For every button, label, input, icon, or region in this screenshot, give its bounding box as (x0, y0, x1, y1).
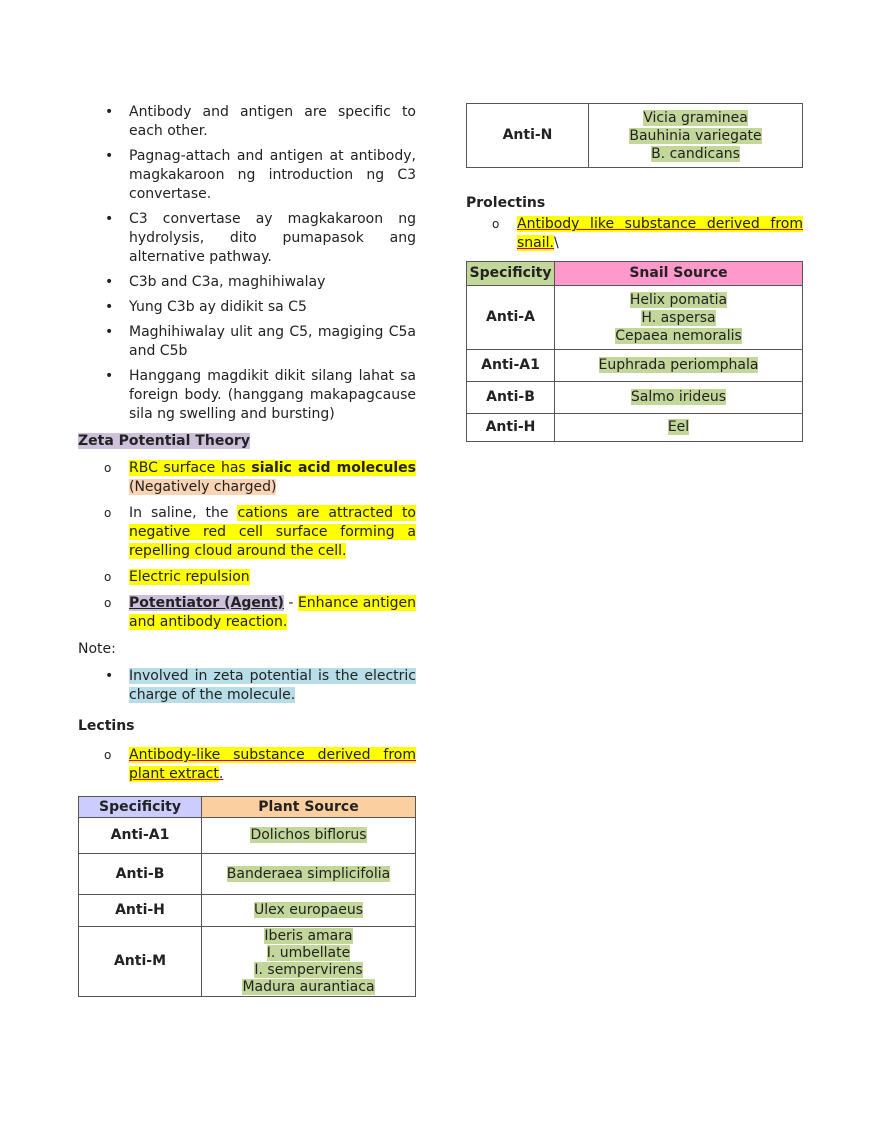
source-name: I. umbellate (266, 944, 351, 961)
zeta-item1-a: RBC surface has (129, 460, 252, 476)
prolectins-header-spec: Specificity (466, 261, 555, 286)
table-row: Anti-A Helix pomatia H. aspersa Cepaea n… (466, 285, 803, 350)
table-row: Anti-B Salmo irideus (466, 381, 803, 414)
zeta-item1-c: (Negatively charged) (129, 479, 277, 495)
zeta-list: RBC surface has sialic acid molecules (N… (78, 459, 417, 632)
prolectins-source-cell: Eel (554, 413, 803, 442)
anti-n-source-cell: Vicia graminea Bauhinia variegate B. can… (588, 103, 803, 168)
prolectins-item-a: Antibody like substance derived from sna… (517, 216, 803, 251)
list-item: C3 convertase ay magkakaroon ng hydrolys… (78, 210, 416, 267)
lectins-spec-cell: Anti-B (78, 853, 202, 895)
list-item: C3b and C3a, maghihiwalay (78, 273, 416, 292)
list-item: Yung C3b ay didikit sa C5 (78, 298, 416, 317)
list-item: Electric repulsion (78, 568, 416, 587)
source-name: Cepaea nemoralis (615, 327, 742, 344)
lectins-spec-cell: Anti-M (78, 926, 202, 997)
lectins-table: Specificity Plant Source Anti-A1 Dolicho… (78, 796, 416, 997)
table-header-row: Specificity Plant Source (78, 796, 416, 818)
right-column: Anti-N Vicia graminea Bauhinia variegate… (466, 103, 803, 442)
source-name: B. candicans (651, 145, 740, 162)
prolectins-item-b: \ (553, 235, 559, 251)
lectins-source-cell: Dolichos biflorus (201, 817, 416, 854)
zeta-heading-wrap: Zeta Potential Theory (78, 432, 416, 451)
source-name: Euphrada periomphala (598, 357, 759, 373)
prolectins-source-cell: Euphrada periomphala (554, 349, 803, 382)
source-name: Eel (667, 419, 690, 435)
source-name: Iberis amara (264, 927, 353, 944)
left-column: Antibody and antigen are specific to eac… (78, 103, 417, 997)
source-name: Helix pomatia (629, 291, 728, 308)
note-label: Note: (78, 641, 116, 657)
list-item: Antibody and antigen are specific to eac… (78, 103, 416, 141)
zeta-item2-b: cations are attracted to negative red ce… (129, 505, 416, 559)
lectins-spec-cell: Anti-A1 (78, 817, 202, 854)
lectins-source-cell: Ulex europaeus (201, 894, 416, 927)
source-name: Bauhinia variegate (629, 127, 762, 144)
list-item: Involved in zeta potential is the electr… (78, 667, 416, 705)
source-name: Salmo irideus (630, 389, 727, 405)
zeta-item1-b: sialic acid molecules (251, 460, 417, 476)
lectins-source-cell: Banderaea simplicifolia (201, 853, 416, 895)
source-name: Banderaea simplicifolia (226, 865, 391, 882)
complement-bullet-list: Antibody and antigen are specific to eac… (78, 103, 416, 424)
lectins-spec-cell: Anti-H (78, 894, 202, 927)
source-name: H. aspersa (641, 309, 716, 326)
zeta-item4-b: - (283, 595, 298, 611)
source-name: I. sempervirens (254, 961, 363, 978)
prolectins-spec-cell: Anti-A (466, 285, 555, 350)
source-name: Ulex europaeus (254, 902, 363, 918)
prolectins-spec-cell: Anti-B (466, 381, 555, 414)
prolectins-source-cell: Salmo irideus (554, 381, 803, 414)
list-item: Antibody-like substance derived from pla… (78, 746, 416, 784)
lectins-item-a: Antibody-like substance derived from pla… (129, 747, 416, 782)
lectins-header-source: Plant Source (201, 796, 416, 818)
list-item: Maghihiwalay ulit ang C5, magiging C5a a… (78, 323, 416, 361)
table-row: Anti-A1 Dolichos biflorus (78, 817, 416, 854)
list-item: Hanggang magdikit dikit silang lahat sa … (78, 367, 416, 424)
list-item: In saline, the cations are attracted to … (78, 504, 416, 561)
list-item: RBC surface has sialic acid molecules (N… (78, 459, 417, 497)
note-list: Involved in zeta potential is the electr… (78, 667, 416, 705)
lectins-source-cell: Iberis amara I. umbellate I. semperviren… (201, 926, 416, 997)
source-name: Dolichos biflorus (250, 827, 367, 843)
table-row: Anti-A1 Euphrada periomphala (466, 349, 803, 382)
lectins-item-b: . (218, 766, 224, 782)
table-row: Anti-H Ulex europaeus (78, 894, 416, 927)
table-row: Anti-H Eel (466, 413, 803, 442)
prolectins-spec-cell: Anti-A1 (466, 349, 555, 382)
note-item: Involved in zeta potential is the electr… (129, 668, 416, 703)
prolectins-table: Specificity Snail Source Anti-A Helix po… (466, 261, 803, 442)
zeta-item4-a: Potentiator (Agent) (129, 595, 284, 611)
lectins-heading: Lectins (78, 718, 135, 734)
table-row: Anti-N Vicia graminea Bauhinia variegate… (466, 103, 803, 168)
prolectins-list: Antibody like substance derived from sna… (466, 215, 803, 253)
anti-n-table: Anti-N Vicia graminea Bauhinia variegate… (466, 103, 803, 168)
source-name: Vicia graminea (643, 109, 748, 126)
lectins-list: Antibody-like substance derived from pla… (78, 746, 416, 784)
table-row: Anti-B Banderaea simplicifolia (78, 853, 416, 895)
lectins-header-spec: Specificity (78, 796, 202, 818)
prolectins-source-cell: Helix pomatia H. aspersa Cepaea nemorali… (554, 285, 803, 350)
table-header-row: Specificity Snail Source (466, 261, 803, 286)
list-item: Antibody like substance derived from sna… (466, 215, 803, 253)
zeta-item3: Electric repulsion (129, 569, 250, 585)
list-item: Pagnag-attach and antigen at antibody, m… (78, 147, 416, 204)
list-item: Potentiator (Agent) - Enhance antigen an… (78, 594, 417, 632)
source-name: Madura aurantiaca (242, 978, 375, 995)
anti-n-spec-cell: Anti-N (466, 103, 589, 168)
table-row: Anti-M Iberis amara I. umbellate I. semp… (78, 926, 416, 997)
zeta-heading: Zeta Potential Theory (78, 433, 250, 449)
prolectins-heading: Prolectins (466, 195, 546, 211)
prolectins-header-source: Snail Source (554, 261, 803, 286)
prolectins-spec-cell: Anti-H (466, 413, 555, 442)
zeta-item2-a: In saline, the (129, 505, 238, 521)
